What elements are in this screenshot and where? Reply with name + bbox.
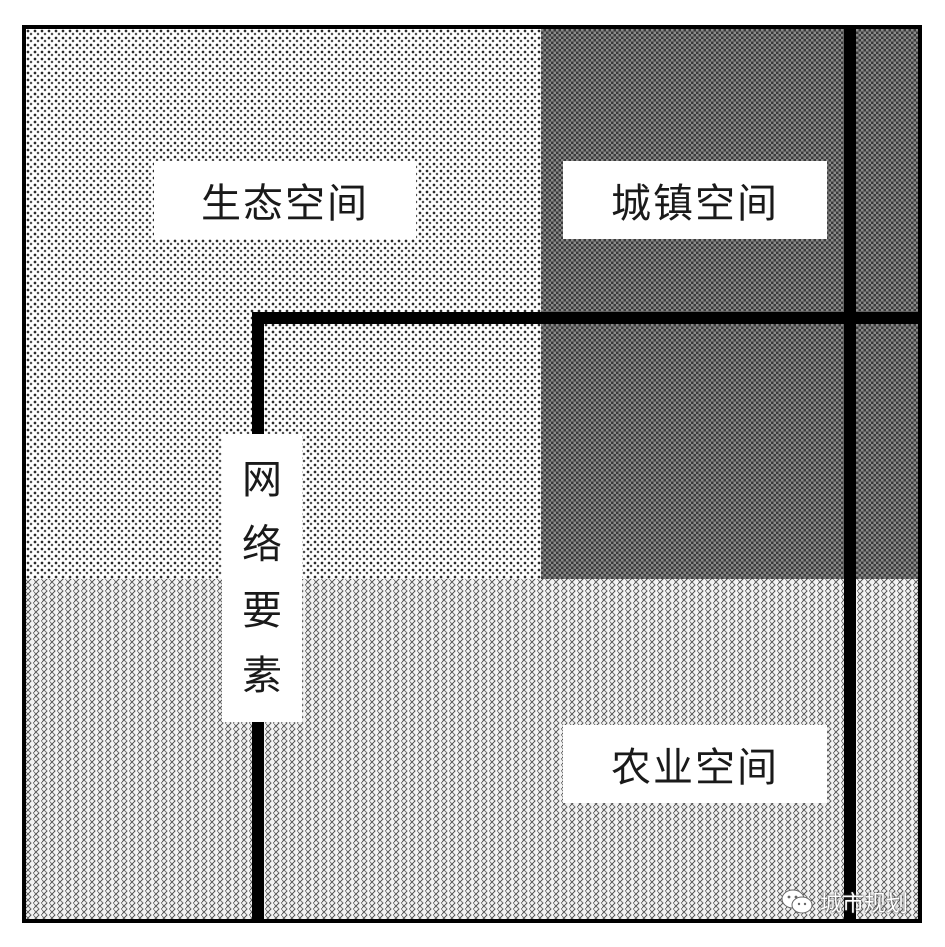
agricultural-space-label: 农业空间 bbox=[563, 725, 827, 803]
network-label-char: 要 bbox=[242, 587, 282, 634]
urban-space-region bbox=[541, 29, 918, 579]
diagram-frame: 生态空间 城镇空间 农业空间 网 络 要 素 bbox=[22, 25, 922, 923]
ecological-space-region bbox=[26, 29, 541, 579]
network-label-char: 网 bbox=[242, 456, 282, 503]
watermark: 城市规划 bbox=[780, 884, 908, 920]
network-line-vertical-right bbox=[844, 29, 856, 919]
network-label-char: 络 bbox=[242, 522, 282, 569]
network-label-char: 素 bbox=[242, 653, 282, 700]
wechat-icon bbox=[781, 889, 813, 914]
urban-space-label: 城镇空间 bbox=[563, 161, 827, 239]
network-elements-label: 网 络 要 素 bbox=[222, 434, 302, 722]
watermark-text: 城市规划 bbox=[820, 892, 909, 917]
ecological-space-label: 生态空间 bbox=[154, 161, 416, 239]
network-line-horizontal bbox=[252, 312, 918, 324]
